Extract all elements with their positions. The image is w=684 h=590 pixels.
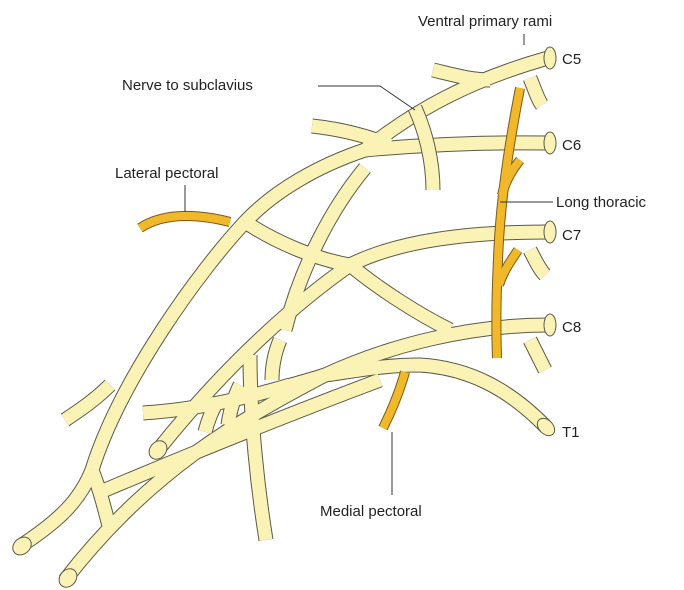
nerve-musculocutaneous: [22, 470, 92, 545]
labels: Ventral primary rami C5 C6 C7 C8 T1 Nerv…: [115, 13, 647, 520]
nerve-upper-twig: [312, 126, 390, 145]
label-c7: C7: [562, 227, 581, 244]
nerve-c7-c8-division: [350, 265, 450, 330]
nerve-medial-pectoral: [383, 372, 405, 428]
label-c8: C8: [562, 319, 581, 336]
c8-root-end: [544, 314, 556, 336]
label-c6: C6: [562, 137, 581, 154]
nerve-c7-stub: [530, 250, 545, 275]
nerve-lateral-twig: [65, 385, 110, 420]
c5-root-end: [544, 47, 556, 69]
label-nerve-to-subclavius: Nerve to subclavius: [122, 77, 253, 94]
label-long-thoracic: Long thoracic: [556, 194, 647, 211]
leader-nerve-to-subclavius: [318, 86, 415, 110]
nerve-c5-twig: [433, 70, 490, 80]
nerve-radial-branch: [250, 355, 266, 540]
label-c5: C5: [562, 51, 581, 68]
nerve-upper-posterior-division: [245, 222, 350, 265]
label-ventral-primary-rami: Ventral primary rami: [418, 13, 552, 30]
c6-root-end: [544, 132, 556, 154]
nerve-c8-stub: [530, 340, 545, 370]
nerve-c6-root: [365, 143, 548, 150]
c7-root-end: [544, 221, 556, 243]
label-medial-pectoral: Medial pectoral: [320, 503, 422, 520]
label-lateral-pectoral: Lateral pectoral: [115, 165, 218, 182]
label-t1: T1: [562, 424, 580, 441]
nerve-network: [22, 58, 548, 580]
